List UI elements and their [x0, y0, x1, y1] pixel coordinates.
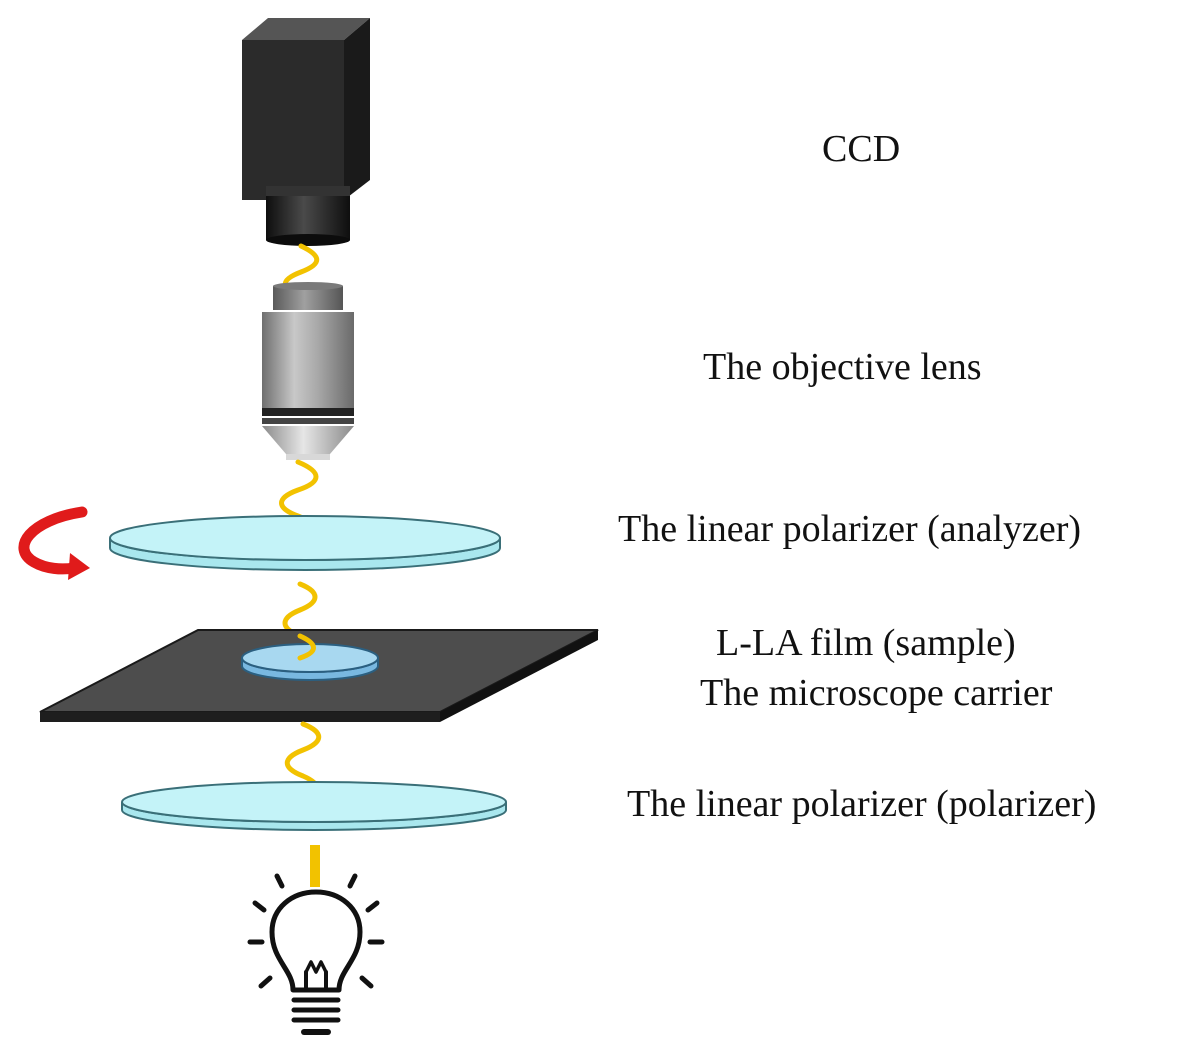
analyzer-polarizer-disk [109, 515, 501, 571]
label-analyzer: The linear polarizer (analyzer) [618, 508, 1082, 550]
label-sample-prefix: L [716, 622, 740, 664]
label-sample: L-LA film (sample) [716, 624, 1016, 662]
polarizer-disk [121, 781, 507, 831]
sample-film-disk [241, 643, 379, 681]
label-ccd: CCD [822, 128, 901, 170]
light-wave-on-sample [297, 633, 316, 661]
label-polarizer: The linear polarizer (polarizer) [627, 783, 1097, 825]
objective-lens-icon [262, 282, 354, 460]
label-carrier: The microscope carrier [700, 672, 1053, 714]
light-bulb-icon [247, 873, 385, 1035]
label-objective-lens: The objective lens [703, 346, 982, 388]
rotation-arrow-icon[interactable] [18, 506, 90, 580]
light-beam [310, 845, 320, 887]
ccd-camera-icon [242, 18, 370, 246]
label-sample-rest: -LA film (sample) [739, 622, 1016, 664]
